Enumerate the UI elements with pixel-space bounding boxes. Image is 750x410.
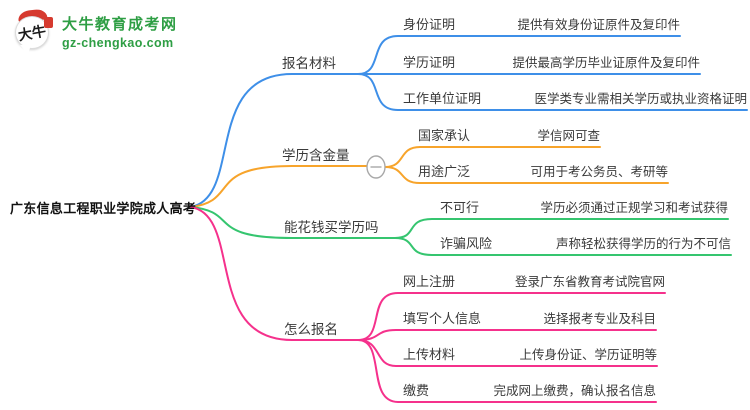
branch-label-buy-diploma[interactable]: 能花钱买学历吗 — [284, 220, 379, 235]
node-value[interactable]: 可用于考公务员、考研等 — [530, 165, 668, 179]
node-topic[interactable]: 工作单位证明 — [403, 91, 482, 106]
node-topic[interactable]: 用途广泛 — [418, 164, 471, 179]
collapse-toggle-icon[interactable] — [366, 155, 386, 179]
logo-mark: 大牛 — [16, 22, 48, 43]
node-row-fill-info[interactable]: 填写个人信息 选择报考专业及科目 — [392, 310, 656, 330]
node-topic[interactable]: 学历证明 — [403, 55, 456, 70]
node-value[interactable]: 医学类专业需相关学历或执业资格证明 — [534, 92, 747, 106]
node-value[interactable]: 完成网上缴费，确认报名信息 — [493, 384, 656, 398]
node-topic[interactable]: 缴费 — [403, 383, 430, 398]
node-topic[interactable]: 国家承认 — [418, 128, 471, 143]
site-logo[interactable]: 大牛 大牛教育成考网 gz-chengkao.com — [12, 7, 182, 57]
branch-label-value[interactable]: 学历含金量 — [282, 148, 350, 163]
node-row-id-proof[interactable]: 身份证明 提供有效身份证原件及复印件 — [394, 16, 680, 36]
node-row-online-register[interactable]: 网上注册 登录广东省教育考试院官网 — [392, 273, 665, 293]
node-topic[interactable]: 网上注册 — [403, 274, 456, 289]
node-value[interactable]: 上传身份证、学历证明等 — [519, 348, 657, 362]
node-value[interactable]: 选择报考专业及科目 — [543, 312, 656, 326]
node-row-education-proof[interactable]: 学历证明 提供最高学历毕业证原件及复印件 — [394, 54, 700, 74]
node-topic[interactable]: 上传材料 — [403, 347, 456, 362]
node-value[interactable]: 提供有效身份证原件及复印件 — [517, 18, 680, 32]
logo-domain: gz-chengkao.com — [62, 36, 174, 50]
node-row-wide-uses[interactable]: 用途广泛 可用于考公务员、考研等 — [416, 163, 668, 183]
branch-label-materials[interactable]: 报名材料 — [282, 56, 336, 71]
node-topic[interactable]: 填写个人信息 — [403, 311, 482, 326]
node-row-not-feasible[interactable]: 不可行 学历必须通过正规学习和考试获得 — [428, 199, 728, 219]
central-topic[interactable]: 广东信息工程职业学院成人高考 — [10, 201, 197, 216]
node-row-pay-fee[interactable]: 缴费 完成网上缴费，确认报名信息 — [392, 382, 656, 402]
node-row-employer-proof[interactable]: 工作单位证明 医学类专业需相关学历或执业资格证明 — [394, 90, 747, 110]
node-value[interactable]: 提供最高学历毕业证原件及复印件 — [512, 56, 700, 70]
node-topic[interactable]: 诈骗风险 — [440, 236, 493, 251]
logo-bubble-icon: 大牛 — [14, 8, 54, 54]
node-value[interactable]: 声称轻松获得学历的行为不可信 — [555, 237, 731, 251]
node-value[interactable]: 学信网可查 — [537, 129, 600, 143]
logo-seal-icon — [44, 17, 53, 28]
node-row-state-recognized[interactable]: 国家承认 学信网可查 — [416, 127, 600, 147]
branch-label-how-to-register[interactable]: 怎么报名 — [284, 322, 338, 337]
node-row-upload-materials[interactable]: 上传材料 上传身份证、学历证明等 — [392, 346, 657, 366]
node-value[interactable]: 学历必须通过正规学习和考试获得 — [540, 201, 728, 215]
logo-bubble-tail — [20, 45, 31, 54]
logo-title: 大牛教育成考网 — [62, 16, 178, 33]
node-topic[interactable]: 身份证明 — [403, 17, 456, 32]
node-row-fraud-risk[interactable]: 诈骗风险 声称轻松获得学历的行为不可信 — [428, 235, 731, 255]
node-value[interactable]: 登录广东省教育考试院官网 — [514, 275, 665, 289]
node-topic[interactable]: 不可行 — [440, 200, 480, 215]
